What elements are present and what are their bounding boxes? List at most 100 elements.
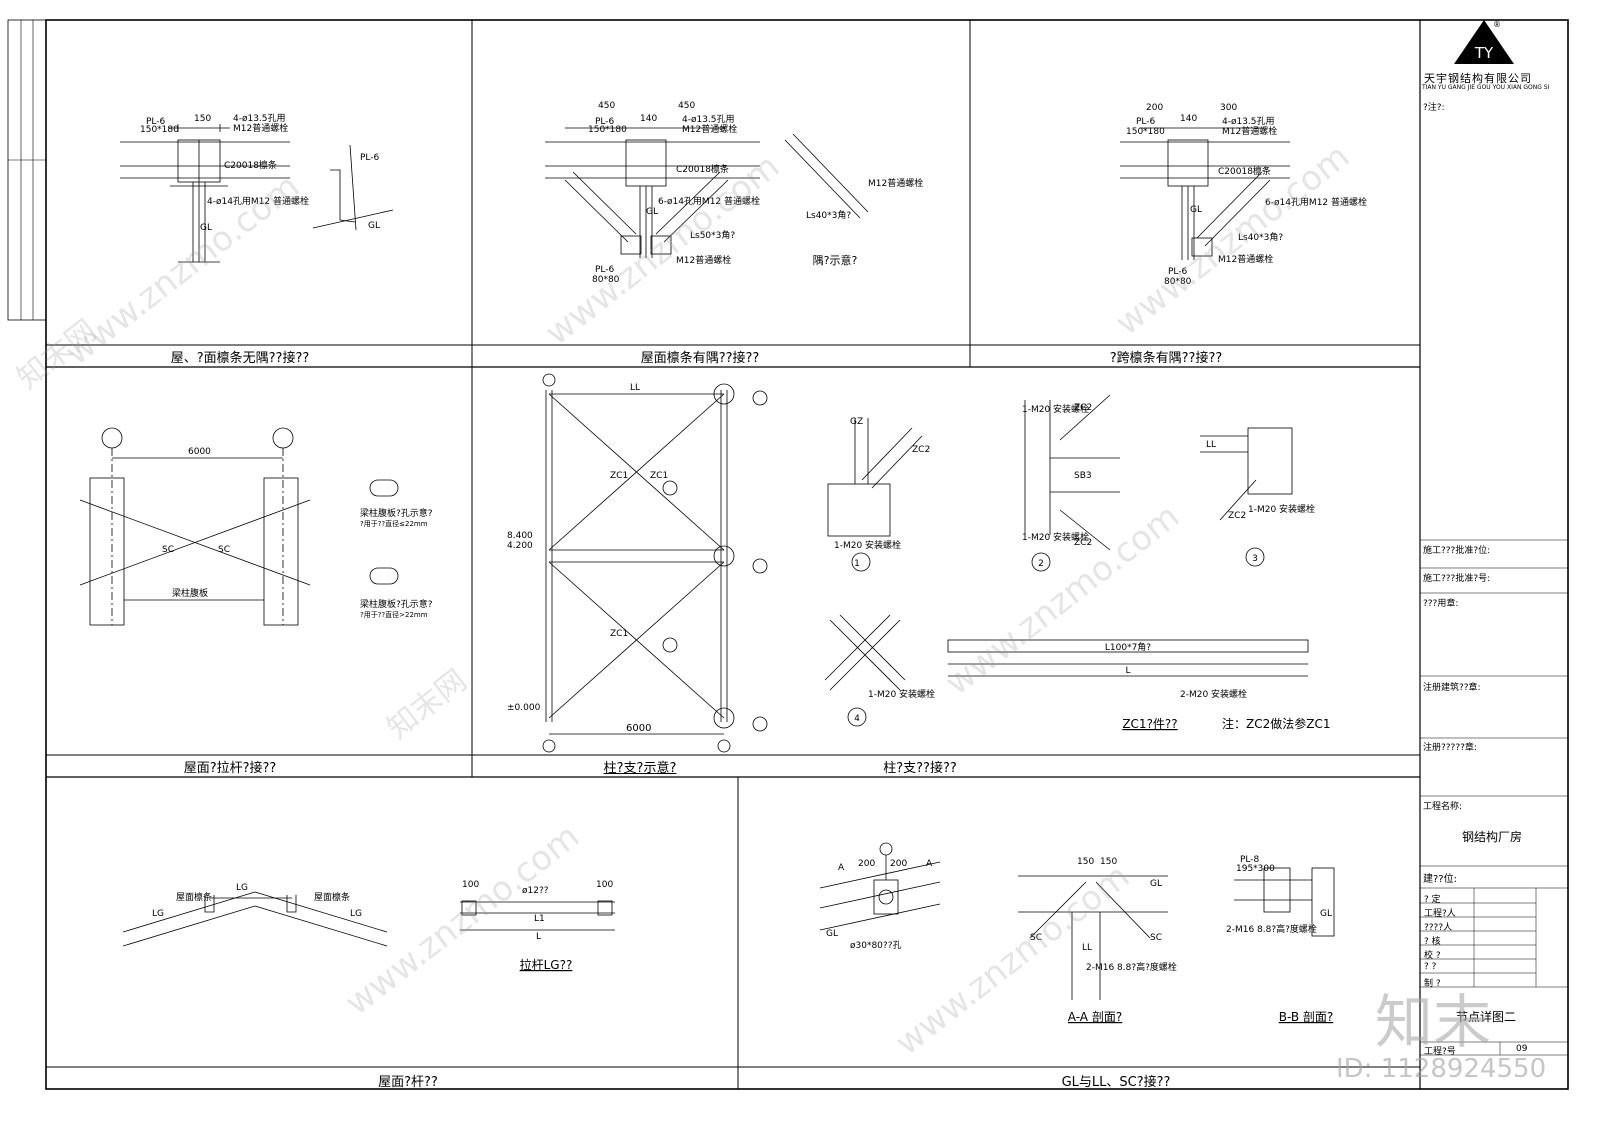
svg-text:C20018檩条: C20018檩条 [1218,165,1271,177]
detail-purlin-with-brace [545,127,869,258]
svg-text:80*80: 80*80 [1164,277,1192,287]
detail-gl-ll-sc [819,842,1335,1000]
field-2: 施工???批准?号: [1423,574,1491,584]
detail-roof-struts [122,891,615,947]
svg-text:ZC1: ZC1 [650,471,668,481]
svg-text:LL: LL [1082,943,1092,953]
svg-text:LG: LG [350,909,362,919]
svg-text:1-M20 安装螺栓: 1-M20 安装螺栓 [834,539,901,551]
detail-column-brace-joints [824,394,1309,727]
field-3: ???用章: [1423,599,1459,609]
svg-text:ZC2: ZC2 [1074,403,1092,413]
svg-text:GL: GL [646,207,658,217]
svg-text:GL: GL [1190,205,1202,215]
svg-text:±0.000: ±0.000 [507,703,541,713]
title-column-bracing: 柱?支?示意? [603,761,677,776]
svg-text:Ls50*3角?: Ls50*3角? [690,229,735,241]
svg-text:150: 150 [1077,857,1094,867]
title-purlin-with-brace: 屋面檩条有隅??接?? [640,351,760,366]
logo-mark: TY [1474,44,1494,62]
svg-text:?用于??直径≤22mm: ?用于??直径≤22mm [360,519,428,528]
svg-text:6000: 6000 [626,723,651,734]
svg-text:GL: GL [368,221,380,231]
svg-text:140: 140 [1180,114,1197,124]
svg-text:梁柱腹板?孔示意?: 梁柱腹板?孔示意? [360,507,433,519]
svg-text:L: L [1125,666,1130,676]
svg-text:Ls40*3角?: Ls40*3角? [806,209,851,221]
title-note: ?注?: [1423,103,1445,113]
svg-text:2-M20 安装螺栓: 2-M20 安装螺栓 [1180,688,1247,700]
svg-text:Ls40*3角?: Ls40*3角? [1238,231,1283,243]
section-b-title: B-B 剖面? [1279,1010,1334,1024]
svg-text:4-ø13.5孔用: 4-ø13.5孔用 [682,114,735,125]
svg-text:M12普通螺栓: M12普通螺栓 [682,123,737,135]
svg-text:L1: L1 [534,914,545,924]
svg-text:1-M20 安装螺栓: 1-M20 安装螺栓 [868,688,935,700]
svg-text:150*180: 150*180 [1126,127,1165,137]
svg-text:1-M20 安装螺栓: 1-M20 安装螺栓 [1022,403,1089,415]
svg-text:PL-6: PL-6 [1168,267,1188,277]
detail-purlin-no-brace [120,124,394,263]
svg-text:ZC2: ZC2 [912,445,930,455]
svg-text:150*180: 150*180 [588,125,627,135]
svg-text:LL: LL [630,383,640,393]
zc1-member-title: ZC1?件?? [1122,717,1177,731]
svg-text:®: ® [1493,20,1501,29]
svg-text:1-M20 安装螺栓: 1-M20 安装螺栓 [1022,531,1089,543]
svg-text:梁柱腹板?孔示意?: 梁柱腹板?孔示意? [360,598,433,610]
svg-text:ZC2: ZC2 [1074,538,1092,548]
svg-text:450: 450 [678,101,695,111]
detail-column-bracing [542,373,768,753]
drawing-no: 09 [1516,1044,1528,1054]
svg-text:195*300: 195*300 [1236,864,1275,874]
role-7: 制 ? [1424,979,1441,989]
svg-text:200: 200 [890,859,907,869]
drawing-title: 节点详图二 [1456,1010,1517,1024]
role-6: ? ? [1424,962,1437,972]
section-a-title: A-A 剖面? [1068,1010,1122,1024]
role-2: 工程?人 [1424,909,1456,919]
svg-text:屋面檩条: 屋面檩条 [314,891,350,903]
svg-text:LG: LG [236,883,248,893]
title-column-brace-joints: 柱?支??接?? [883,761,957,776]
svg-text:L100*7角?: L100*7角? [1105,641,1151,653]
svg-text:GL: GL [200,223,212,233]
svg-text:SC: SC [162,545,174,555]
svg-text:PL-6: PL-6 [360,153,380,163]
svg-text:4-ø13.5孔用: 4-ø13.5孔用 [233,113,286,124]
svg-text:4-ø13.5孔用: 4-ø13.5孔用 [1222,116,1275,127]
svg-text:SB3: SB3 [1074,471,1092,481]
svg-text:ZC1: ZC1 [610,471,628,481]
svg-text:1-M20 安装螺栓: 1-M20 安装螺栓 [1248,503,1315,515]
company-pinyin: TIAN YU GANG JIE GOU YOU XIAN GONG SI [1422,84,1550,91]
svg-text:GZ: GZ [850,417,863,427]
svg-text:6-ø14孔用M12 普通螺栓: 6-ø14孔用M12 普通螺栓 [1265,196,1367,208]
title-roof-tie-rod: 屋面?拉杆?接?? [183,761,277,776]
svg-text:4-ø14孔用M12 普通螺栓: 4-ø14孔用M12 普通螺栓 [207,195,309,207]
role-3: ????人 [1424,923,1453,933]
svg-text:LG: LG [152,909,164,919]
svg-text:GL: GL [1150,879,1162,889]
svg-text:100: 100 [462,880,479,890]
svg-text:LL: LL [1206,440,1216,450]
svg-text:1: 1 [854,559,860,569]
svg-text:M12普通螺栓: M12普通螺栓 [233,122,288,134]
svg-text:2: 2 [1038,559,1044,569]
svg-text:4.200: 4.200 [507,541,533,551]
title-intermediate-purlin: ?跨檩条有隅??接?? [1109,351,1223,366]
title-gl-connection: GL与LL、SC?接?? [1061,1075,1171,1090]
svg-text:M12普通螺栓: M12普通螺栓 [1218,253,1273,265]
svg-text:100: 100 [596,880,613,890]
svg-text:450: 450 [598,101,615,111]
role-4: ? 核 [1424,937,1441,947]
svg-text:C20018檩条: C20018檩条 [676,163,729,175]
svg-text:150*180: 150*180 [140,125,179,135]
svg-text:ø30*80??孔: ø30*80??孔 [850,940,901,951]
svg-text:4: 4 [854,714,860,724]
svg-text:A: A [838,863,845,873]
tie-rod-title: 拉杆LG?? [520,957,573,972]
svg-text:M12普通螺栓: M12普通螺栓 [868,177,923,189]
brace-sketch-label: 隅?示意? [813,253,858,267]
title-roof-struts: 屋面?杆?? [378,1075,438,1090]
